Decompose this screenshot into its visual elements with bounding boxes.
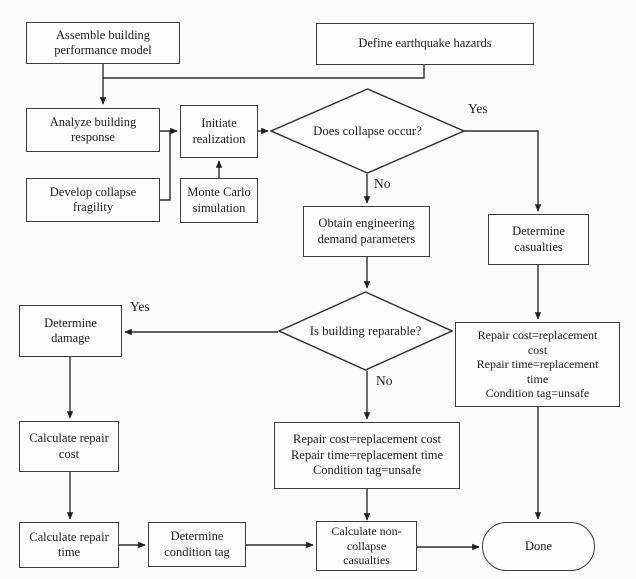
decision-does-collapse-occur: Does collapse occur? (270, 88, 465, 174)
label-collapse-yes: Yes (468, 101, 488, 116)
edge-collapse-yes-to-casualties (464, 130, 542, 212)
node-initiate-realization: Initiate realization (180, 105, 258, 158)
node-obtain-engineering-demand-parameters: Obtain engineering demand parameters (303, 206, 430, 257)
decision-label: Is building reparable? (309, 323, 422, 338)
label-reparable-yes: Yes (130, 299, 150, 314)
node-calculate-non-collapse-casualties: Calculate non- collapse casualties (316, 521, 417, 571)
edge-fragility-join (160, 131, 171, 201)
node-replacement-values-collapse: Repair cost=replacement cost Repair time… (455, 322, 620, 407)
label-reparable-no: No (376, 373, 393, 388)
node-replacement-values-irreparable: Repair cost=replacement cost Repair time… (274, 422, 460, 489)
label-collapse-no: No (374, 176, 391, 191)
node-calculate-repair-time: Calculate repair time (19, 522, 119, 568)
node-calculate-repair-cost: Calculate repair cost (19, 421, 119, 472)
decision-is-building-reparable: Is building reparable? (278, 291, 453, 371)
node-monte-carlo-simulation: Monte Carlo simulation (180, 178, 258, 223)
decision-label: Does collapse occur? (313, 123, 422, 138)
edge-define-hazards-join (103, 65, 425, 79)
node-analyze-building-response: Analyze building response (26, 108, 160, 152)
node-determine-damage: Determine damage (19, 305, 122, 357)
node-define-earthquake-hazards: Define earthquake hazards (316, 23, 534, 65)
node-determine-casualties: Determine casualties (488, 214, 589, 265)
node-develop-collapse-fragility: Develop collapse fragility (26, 178, 160, 222)
node-determine-condition-tag: Determine condition tag (148, 522, 246, 567)
node-done-terminal: Done (482, 522, 595, 571)
node-assemble-building-performance-model: Assemble building performance model (26, 22, 180, 64)
